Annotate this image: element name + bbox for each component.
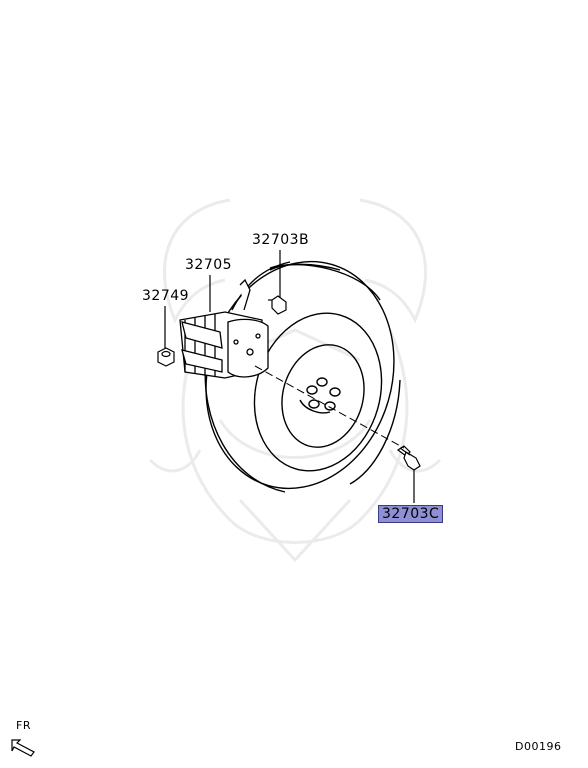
callout-32749[interactable]: 32749 bbox=[142, 288, 190, 304]
front-direction-arrow bbox=[11, 739, 35, 757]
bolt-32703C bbox=[396, 445, 421, 471]
front-label: FR bbox=[16, 719, 31, 732]
centre-dash-line bbox=[254, 365, 405, 449]
bolt-32703B bbox=[268, 295, 287, 315]
leader-lines bbox=[164, 250, 415, 503]
nut-32749 bbox=[157, 347, 175, 367]
carrier-bracket bbox=[179, 278, 269, 379]
callout-32705[interactable]: 32705 bbox=[185, 257, 233, 273]
callout-32703C[interactable]: 32703C bbox=[378, 505, 444, 523]
callout-32703B[interactable]: 32703B bbox=[252, 232, 310, 248]
diagram-code: D00196 bbox=[515, 740, 562, 753]
spare-tire bbox=[204, 260, 401, 493]
